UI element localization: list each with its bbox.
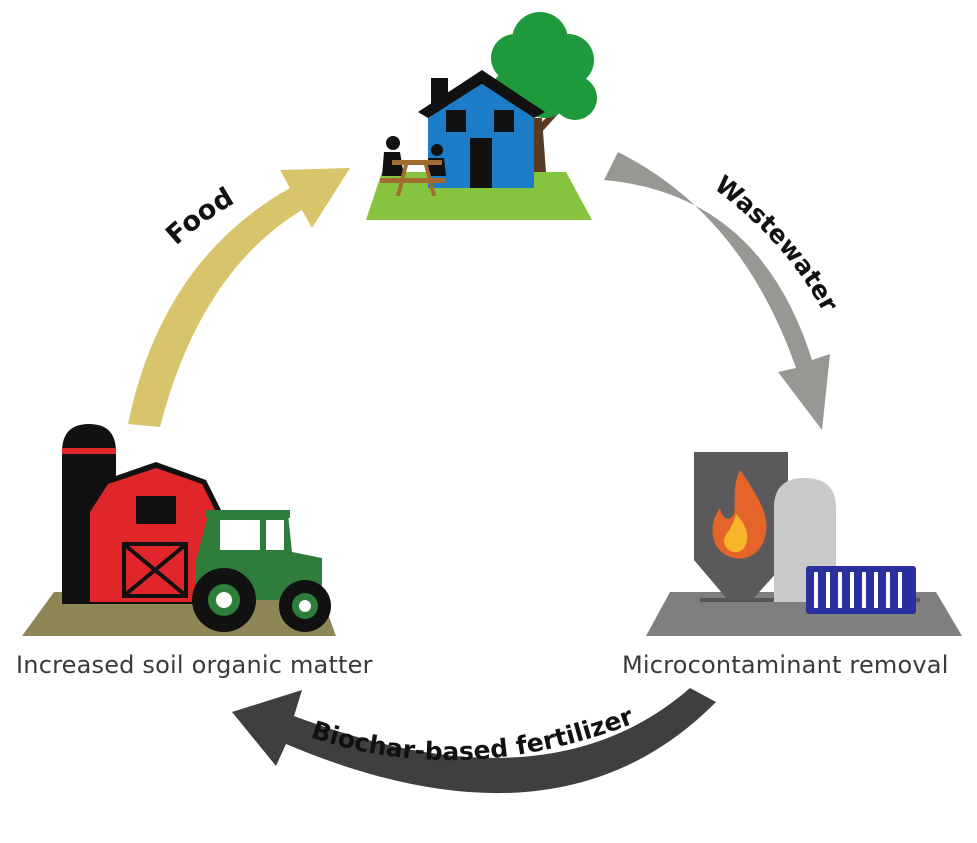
picnic-table-icon (380, 136, 446, 196)
treatment-plant-icon (646, 452, 962, 636)
plant-caption: Microcontaminant removal (622, 651, 949, 679)
house-door (470, 138, 492, 188)
food-arrow-body (128, 168, 350, 427)
wastewater-arrow (604, 152, 830, 430)
house-picnic-tree-icon (366, 12, 597, 220)
biochar-arrow (232, 688, 716, 794)
farm-barn-tractor-icon (22, 424, 336, 636)
food-arrow (128, 168, 350, 427)
farm-caption: Increased soil organic matter (16, 651, 373, 679)
grass-patch (366, 172, 592, 220)
house-window-left (446, 110, 466, 132)
wastewater-arrow-body (604, 152, 830, 430)
barn-icon (84, 462, 222, 604)
container-icon (806, 566, 916, 614)
furnace-icon (694, 452, 788, 600)
house-window-right (494, 110, 514, 132)
house-roof (418, 70, 545, 118)
biochar-arrow-body (232, 688, 716, 794)
tractor-icon (192, 510, 331, 632)
